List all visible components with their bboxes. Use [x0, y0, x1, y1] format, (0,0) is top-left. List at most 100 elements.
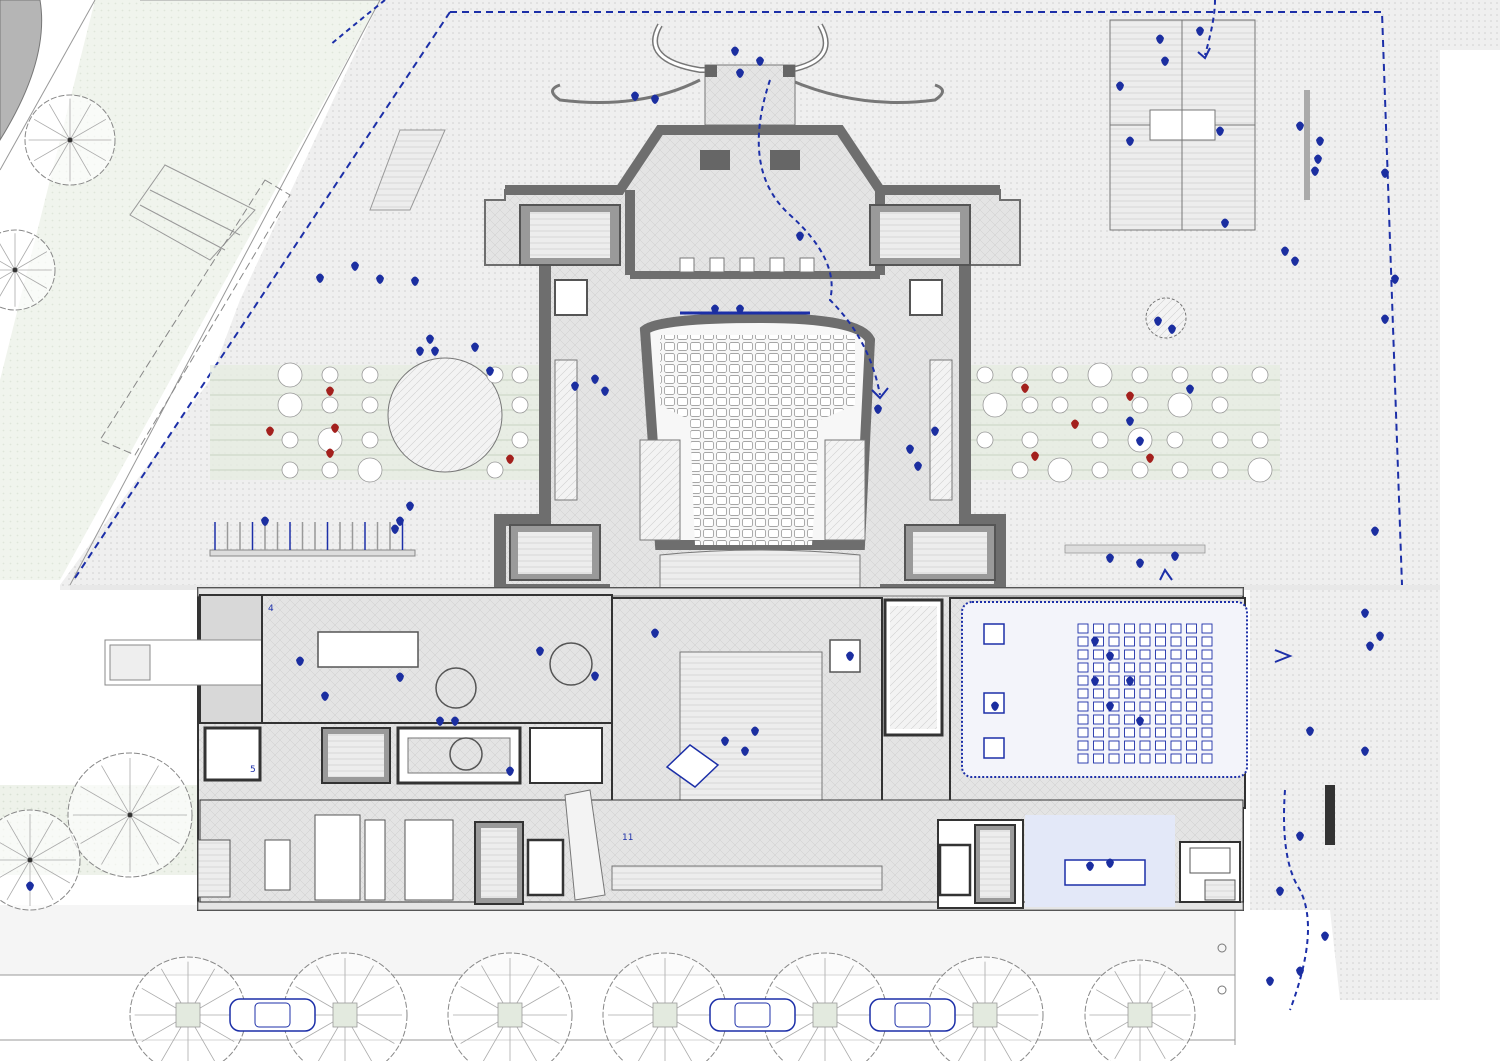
audience-chair	[1155, 675, 1166, 686]
person-icon	[751, 726, 759, 736]
audience-chair	[1155, 649, 1166, 660]
audience-chair	[1139, 623, 1151, 634]
theatre-building	[484, 23, 1021, 601]
person-icon	[741, 746, 749, 756]
cafe-table	[321, 366, 339, 384]
bikes	[214, 522, 404, 550]
person-icon	[1291, 256, 1299, 266]
audience-chair	[1124, 740, 1135, 751]
audience-chair	[1093, 623, 1104, 634]
car-icon	[709, 998, 796, 1032]
person-icon	[331, 423, 339, 433]
audience-chair	[1170, 740, 1182, 751]
person-icon	[261, 516, 269, 526]
cafe-table	[1171, 366, 1189, 384]
audience-chair	[1108, 636, 1120, 647]
room-number-11: 11	[622, 833, 633, 843]
person-icon	[1106, 858, 1114, 868]
audience-chair	[1093, 740, 1104, 751]
audience-chair	[1155, 727, 1166, 738]
audience-chair	[1093, 753, 1104, 764]
circulation-arrowheads	[871, 47, 1293, 663]
person-icon	[1146, 453, 1154, 463]
person-icon	[651, 94, 659, 104]
person-icon	[1116, 81, 1124, 91]
person-icon	[1031, 451, 1039, 461]
audience-chair	[1108, 623, 1120, 634]
cafe-table	[1021, 431, 1039, 449]
person-icon	[1314, 154, 1322, 164]
audience-chair	[1139, 727, 1151, 738]
cafe-table	[1211, 461, 1229, 479]
person-icon	[1106, 553, 1114, 563]
cafe-table	[361, 366, 379, 384]
person-icon	[1266, 976, 1274, 986]
person-icon	[591, 374, 599, 384]
audience-chair	[1077, 740, 1089, 751]
person-icon	[651, 628, 659, 638]
audience-chair	[1186, 662, 1197, 673]
person-icon	[1306, 726, 1314, 736]
audience-chair	[1139, 662, 1151, 673]
cafe-table	[1211, 366, 1229, 384]
tree-pit	[175, 1002, 201, 1028]
audience-chair	[1124, 636, 1135, 647]
audience-chair	[1093, 714, 1104, 725]
cafe-table	[511, 431, 529, 449]
cafe-table	[321, 396, 339, 414]
tree-pit	[332, 1002, 358, 1028]
bollard	[1217, 943, 1227, 953]
bench-bottom	[1064, 544, 1206, 554]
audience-chair	[1201, 753, 1213, 764]
cafe-table	[1047, 457, 1073, 483]
cafe-table	[1131, 461, 1149, 479]
audience-chair	[1124, 701, 1135, 712]
audience-chair	[1155, 753, 1166, 764]
people	[26, 26, 1399, 986]
person-icon	[591, 671, 599, 681]
audience-chair	[1139, 753, 1151, 764]
audience-chair	[1077, 688, 1089, 699]
person-icon	[1086, 861, 1094, 871]
audience-chair	[1186, 649, 1197, 660]
person-icon	[1126, 136, 1134, 146]
cafe-table	[976, 431, 994, 449]
person-icon	[426, 334, 434, 344]
cafe-table	[1131, 366, 1149, 384]
tree-pit	[972, 1002, 998, 1028]
cafe-table	[1251, 431, 1269, 449]
site-boundary	[74, 11, 1403, 586]
audience-chair	[1170, 649, 1182, 660]
audience-chair	[1077, 714, 1089, 725]
person-icon	[736, 68, 744, 78]
person-icon	[991, 701, 999, 711]
bollard	[1217, 985, 1227, 995]
sports-court	[1109, 19, 1256, 231]
tree-icon	[24, 94, 116, 186]
person-icon	[321, 691, 329, 701]
circulation-arrows	[329, 0, 1309, 1011]
tree-pit	[497, 1002, 523, 1028]
audience-chair	[1201, 662, 1213, 673]
person-icon	[1391, 274, 1399, 284]
audience-chair	[1124, 727, 1135, 738]
person-icon	[1168, 324, 1176, 334]
person-icon	[1296, 121, 1304, 131]
person-icon	[631, 91, 639, 101]
cafe-table	[1166, 431, 1184, 449]
person-icon	[471, 342, 479, 352]
tree-pit	[812, 1002, 838, 1028]
audience-chair	[1186, 740, 1197, 751]
audience-chair	[1186, 688, 1197, 699]
audience-chair	[1077, 675, 1089, 686]
person-icon	[721, 736, 729, 746]
tree-icon	[0, 809, 81, 911]
audience-chair	[1108, 714, 1120, 725]
person-icon	[1381, 168, 1389, 178]
audience-chairs	[1077, 623, 1213, 764]
cafe-table	[1087, 362, 1113, 388]
person-icon	[711, 304, 719, 314]
audience-chair	[1201, 649, 1213, 660]
person-icon	[736, 304, 744, 314]
person-icon	[1216, 126, 1224, 136]
